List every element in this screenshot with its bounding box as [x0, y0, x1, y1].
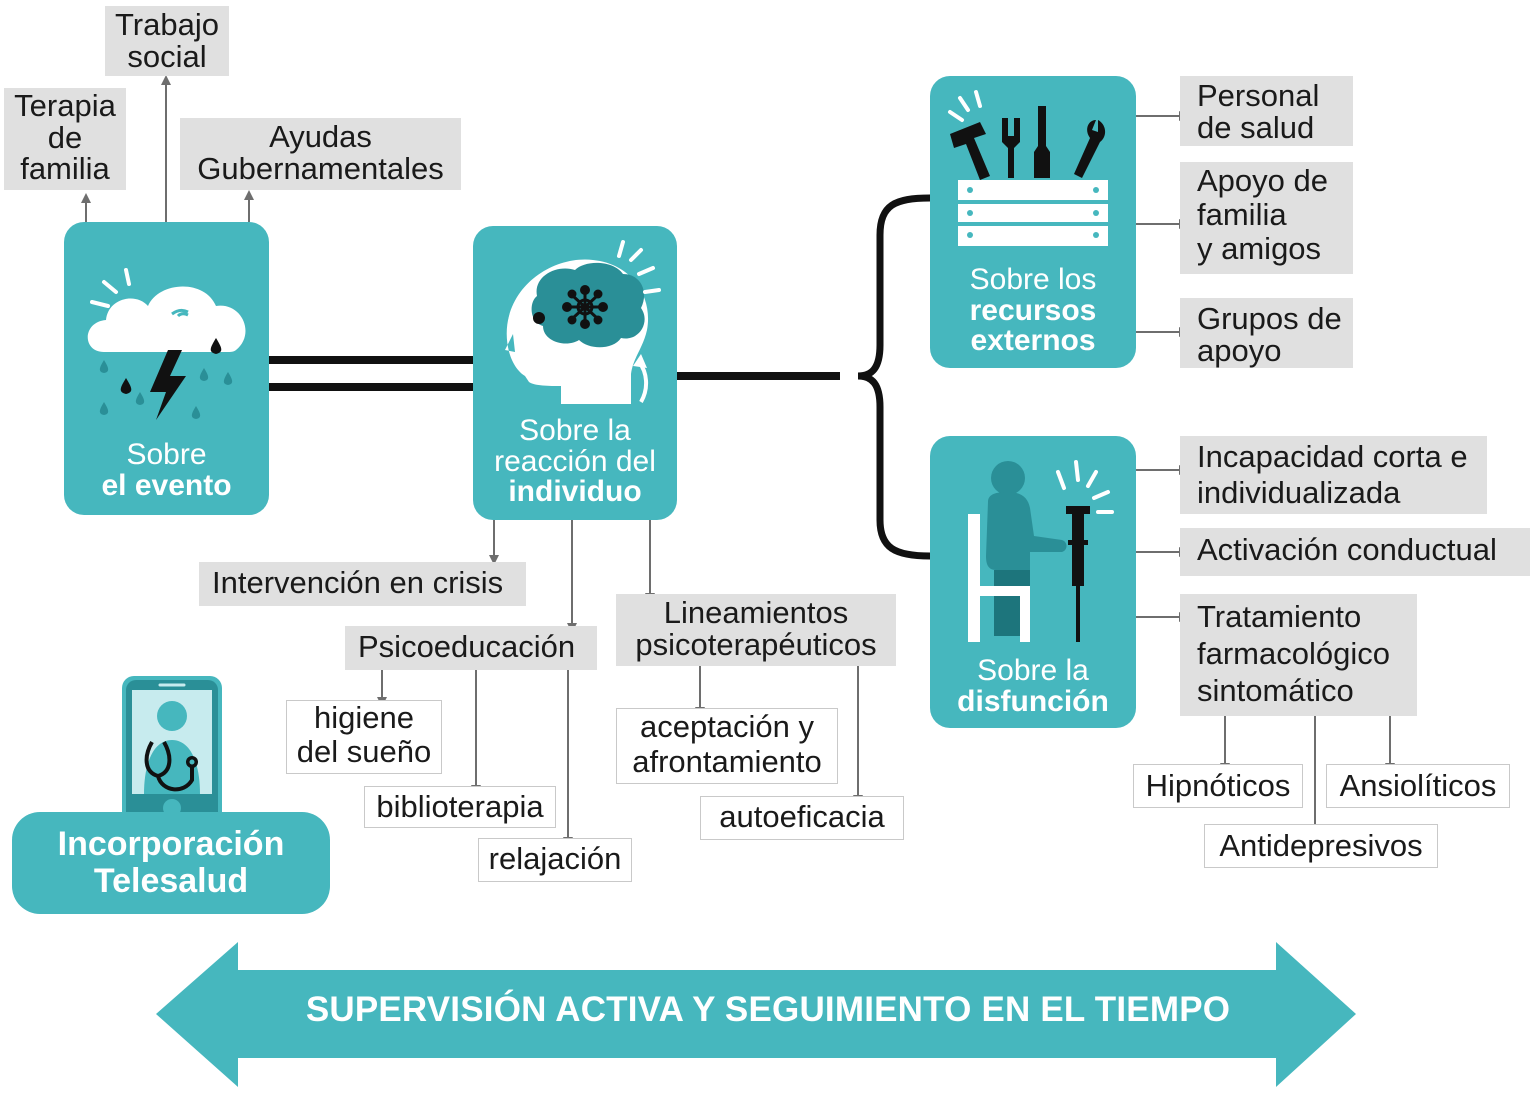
- aceptacion-line-2: afrontamiento: [632, 743, 822, 779]
- hipnoticos-text: Hipnóticos: [1145, 768, 1291, 803]
- terapia-line-3: familia: [20, 151, 110, 187]
- relajacion-text: relajación: [488, 841, 622, 876]
- higiene-line-2: del sueño: [296, 734, 432, 770]
- antidepresivos-box: Antidepresivos: [1204, 824, 1438, 868]
- resources-label-3: externos: [970, 324, 1096, 358]
- banner-text: SUPERVISIÓN ACTIVA Y SEGUIMIENTO EN EL T…: [305, 990, 1231, 1029]
- storm-cloud-icon: [87, 268, 246, 420]
- incapacidad-line-1: Incapacidad corta e: [1197, 439, 1468, 474]
- personal-line-2: de salud: [1197, 109, 1315, 145]
- event-label-2: el evento: [101, 468, 232, 502]
- grupos-line-2: apoyo: [1197, 332, 1282, 368]
- intervencion-crisis-box: Intervención en crisis: [199, 562, 526, 606]
- trabajo-social-box: Trabajo social: [105, 6, 229, 76]
- dysfunction-label-1: Sobre la: [977, 654, 1089, 687]
- psicoeducacion-box: Psicoeducación: [345, 626, 597, 670]
- aceptacion-line-1: aceptación y: [639, 709, 815, 744]
- resources-label-2: recursos: [969, 293, 1097, 327]
- apoyo-familia-box: Apoyo de familia y amigos: [1180, 162, 1353, 274]
- higiene-sueno-box: higiene del sueño: [286, 700, 442, 774]
- higiene-line-1: higiene: [314, 700, 414, 735]
- trabajo-line-2: social: [127, 38, 207, 74]
- ayudas-line-1: Ayudas: [269, 119, 372, 154]
- tratamiento-line-3: sintomático: [1197, 673, 1354, 709]
- event-box: Sobre el evento: [64, 222, 269, 515]
- tratamiento-line-1: Tratamiento: [1197, 599, 1362, 634]
- terapia-line-1: Terapia: [14, 88, 116, 123]
- individual-box: Sobre la reacción del individuo: [473, 226, 677, 520]
- ansioliticos-box: Ansiolíticos: [1326, 764, 1510, 808]
- telesalud-label-1: Incorporación: [57, 825, 285, 863]
- autoeficacia-box: autoeficacia: [700, 796, 904, 840]
- apoyo-line-3: y amigos: [1197, 231, 1322, 267]
- individual-label-1: Sobre la: [519, 414, 631, 447]
- lineamientos-line-2: psicoterapéuticos: [635, 626, 877, 662]
- activacion-conductual-box: Activación conductual: [1180, 528, 1530, 576]
- biblioterapia-box: biblioterapia: [364, 786, 556, 828]
- individual-label-3: individuo: [508, 475, 642, 509]
- intervencion-crisis-text: Intervención en crisis: [212, 565, 504, 600]
- grupos-line-1: Grupos de: [1197, 301, 1342, 336]
- phone-doctor-icon: [122, 676, 222, 826]
- tratamiento-box: Tratamiento farmacológico sintomático: [1180, 594, 1417, 716]
- toolbox-icon: [948, 90, 1108, 246]
- telesalud-box: Incorporación Telesalud: [12, 812, 330, 914]
- resources-label-1: Sobre los: [969, 263, 1097, 296]
- apoyo-line-1: Apoyo de: [1197, 163, 1328, 198]
- event-label-1: Sobre: [126, 438, 207, 471]
- trabajo-line-1: Trabajo: [115, 7, 219, 42]
- terapia-line-2: de: [47, 119, 83, 155]
- lineamientos-box: Lineamientos psicoterapéuticos: [616, 594, 896, 666]
- ayudas-gubernamentales-box: Ayudas Gubernamentales: [180, 118, 461, 190]
- lineamientos-line-1: Lineamientos: [663, 595, 849, 630]
- resources-box: Sobre los recursos externos: [930, 76, 1136, 368]
- antidepresivos-text: Antidepresivos: [1219, 828, 1423, 863]
- brain-head-icon: [505, 240, 661, 404]
- aceptacion-box: aceptación y afrontamiento: [616, 708, 838, 784]
- hipnoticos-box: Hipnóticos: [1133, 764, 1303, 808]
- relajacion-box: relajación: [478, 838, 632, 882]
- personal-salud-box: Personal de salud: [1180, 76, 1353, 146]
- individual-label-2: reacción del: [494, 444, 656, 478]
- incapacidad-box: Incapacidad corta e individualizada: [1180, 436, 1487, 514]
- autoeficacia-text: autoeficacia: [719, 799, 885, 834]
- personal-line-1: Personal: [1197, 78, 1320, 113]
- biblioterapia-text: biblioterapia: [376, 789, 544, 824]
- telesalud-label-2: Telesalud: [93, 861, 249, 900]
- terapia-familia-box: Terapia de familia: [4, 88, 126, 190]
- ansioliticos-text: Ansiolíticos: [1339, 768, 1497, 803]
- tratamiento-line-2: farmacológico: [1197, 636, 1390, 672]
- ayudas-line-2: Gubernamentales: [197, 150, 444, 186]
- apoyo-line-2: familia: [1197, 197, 1287, 233]
- psicoeducacion-text: Psicoeducación: [358, 629, 576, 664]
- grupos-apoyo-box: Grupos de apoyo: [1180, 298, 1353, 368]
- incapacidad-line-2: individualizada: [1197, 474, 1401, 510]
- activacion-text: Activación conductual: [1197, 532, 1497, 567]
- person-crutch-icon: [968, 460, 1114, 642]
- dysfunction-box: Sobre la disfunción: [930, 436, 1136, 728]
- dysfunction-label-2: disfunción: [957, 684, 1109, 718]
